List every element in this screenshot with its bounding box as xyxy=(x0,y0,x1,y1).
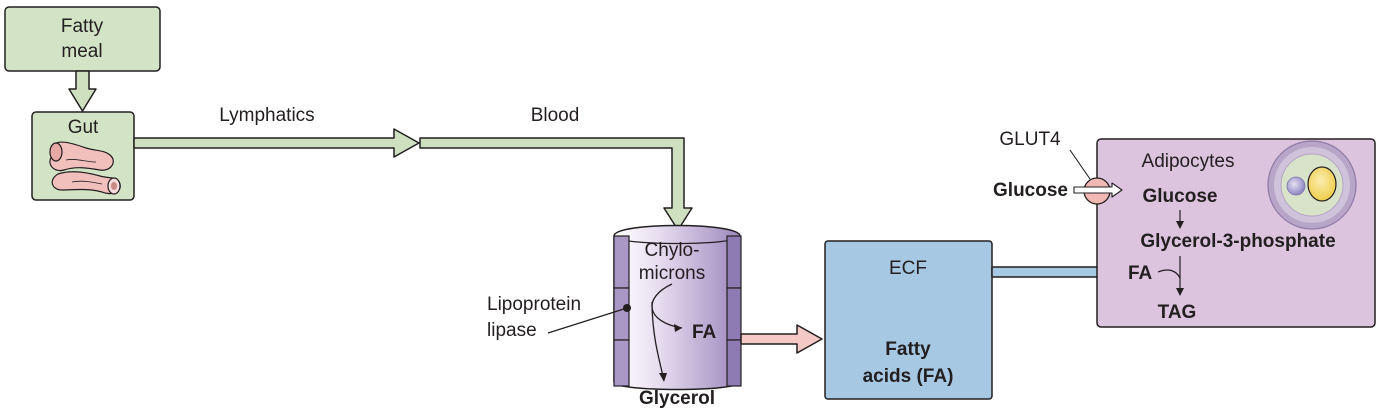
capillary-left-wall xyxy=(613,235,630,387)
blood-arrow xyxy=(419,137,693,231)
capillary-fa-label: FA xyxy=(692,322,717,343)
lymphatics-arrow xyxy=(133,128,420,158)
ecf-rect xyxy=(824,240,993,400)
adipocyte-cell-icon xyxy=(1267,140,1357,230)
glut4-transporter xyxy=(1069,149,1123,205)
ecf-title: ECF xyxy=(889,258,927,279)
ecf-label-line2: acids (FA) xyxy=(863,366,954,387)
glucose-transport-arrow xyxy=(1073,182,1123,198)
fatty-meal-label-line1: Fatty xyxy=(61,16,104,37)
adipocyte-fa-label: FA xyxy=(1128,263,1153,284)
glycerol-3-phosphate-label: Glycerol-3-phosphate xyxy=(1140,231,1335,252)
lipoprotein-label-line2: lipase xyxy=(487,320,537,341)
lymphatics-label: Lymphatics xyxy=(219,105,314,126)
chylomicrons-label-line1: Chylo- xyxy=(645,240,700,261)
lipoprotein-label-line1: Lipoprotein xyxy=(487,294,581,315)
glut4-label: GLUT4 xyxy=(999,129,1061,150)
capillary-right-wall xyxy=(726,235,742,387)
extracellular-glucose-label: Glucose xyxy=(993,180,1068,201)
glycerol-label: Glycerol xyxy=(639,388,715,409)
ecf-label-line1: Fatty xyxy=(885,339,931,360)
chylomicrons-label-line2: microns xyxy=(639,263,706,284)
blood-label: Blood xyxy=(531,105,580,126)
adipocyte-glucose-label: Glucose xyxy=(1143,186,1218,207)
capillary-to-ecf-arrow xyxy=(740,324,823,354)
ecf-box: ECF Fatty acids (FA) xyxy=(824,240,993,400)
meal-to-gut-arrow xyxy=(68,70,97,112)
lipoprotein-lipase-pointer xyxy=(547,307,628,334)
adipocytes-box: Adipocytes Glucose Glycerol-3-phosphate … xyxy=(1096,138,1376,328)
tag-label: TAG xyxy=(1158,302,1197,323)
fatty-meal-label-line2: meal xyxy=(61,41,102,62)
glut4-pointer xyxy=(1069,149,1091,180)
gut-label: Gut xyxy=(68,117,99,138)
intestine-icon xyxy=(49,141,121,195)
capillary: Chylo- microns FA xyxy=(613,224,742,391)
gut-box: Gut xyxy=(31,111,135,201)
fatty-meal-box: Fatty meal xyxy=(4,6,161,72)
adipocytes-title: Adipocytes xyxy=(1142,151,1235,172)
